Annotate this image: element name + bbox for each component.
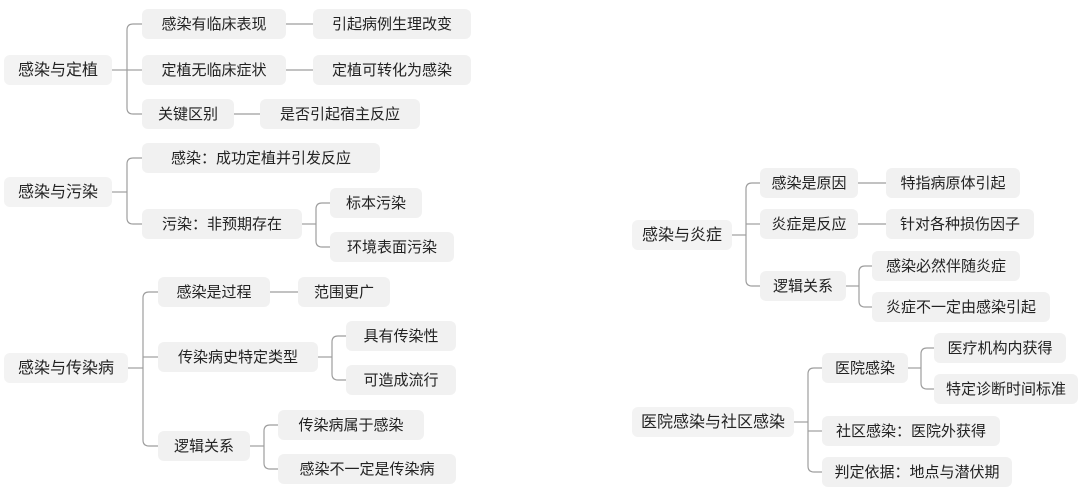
node-contamination-definition[interactable]: 污染：非预期存在: [142, 209, 302, 239]
node-pathogen-caused[interactable]: 特指病原体引起: [886, 168, 1020, 198]
node-surface-contamination[interactable]: 环境表面污染: [330, 232, 454, 262]
connector-node-contamination-definition-0: [315, 202, 330, 224]
node-colonization-no-symptoms[interactable]: 定植无临床症状: [142, 55, 286, 85]
node-clinical-manifestation[interactable]: 感染有临床表现: [142, 9, 286, 39]
root-infection-colonization[interactable]: 感染与定植: [4, 55, 112, 85]
node-inflammation-not-infection[interactable]: 炎症不一定由感染引起: [872, 292, 1050, 322]
node-infection-process[interactable]: 感染是过程: [158, 277, 270, 307]
connector-root-infection-communicable-0: [142, 291, 158, 368]
connector-root-hospital-community-0: [807, 367, 822, 422]
node-epidemic[interactable]: 可造成流行: [346, 365, 456, 395]
connector-root-infection-contamination-0: [126, 157, 142, 192]
connector-node-logic-relation-1-0: [263, 424, 278, 446]
node-infection-not-communicable[interactable]: 感染不一定是传染病: [278, 454, 456, 484]
root-hospital-community[interactable]: 医院感染与社区感染: [632, 407, 794, 437]
root-infection-contamination[interactable]: 感染与污染: [4, 177, 112, 207]
node-contagious[interactable]: 具有传染性: [346, 321, 456, 351]
node-infection-cause[interactable]: 感染是原因: [760, 168, 858, 198]
connector-node-special-type-0: [331, 335, 346, 357]
connector-root-infection-contamination-1: [126, 192, 142, 225]
connector-node-special-type-1: [331, 357, 346, 381]
node-host-response[interactable]: 是否引起宿主反应: [260, 99, 420, 129]
node-always-inflammation[interactable]: 感染必然伴随炎症: [872, 251, 1020, 281]
root-infection-communicable[interactable]: 感染与传染病: [4, 353, 128, 383]
node-logic-relation-1[interactable]: 逻辑关系: [158, 431, 250, 461]
node-pathophysiology-change[interactable]: 引起病例生理改变: [313, 9, 471, 39]
connector-root-infection-colonization-2: [126, 70, 142, 115]
node-logic-relation-2[interactable]: 逻辑关系: [760, 271, 846, 301]
connector-root-infection-communicable-2: [142, 368, 158, 447]
connector-node-hospital-infection-0: [920, 347, 934, 368]
node-diagnosis-time[interactable]: 特定诊断时间标准: [934, 374, 1078, 404]
node-criteria[interactable]: 判定依据：地点与潜伏期: [822, 457, 1012, 487]
connector-root-hospital-community-2: [807, 422, 822, 473]
connector-node-logic-relation-2-0: [858, 265, 872, 286]
node-special-type[interactable]: 传染病史特定类型: [158, 342, 318, 372]
node-broader-scope[interactable]: 范围更广: [298, 277, 390, 307]
connector-root-infection-inflammation-2: [745, 235, 760, 287]
node-infection-definition[interactable]: 感染：成功定植并引发反应: [142, 143, 380, 173]
node-communicable-belongs[interactable]: 传染病属于感染: [278, 410, 424, 440]
connector-root-infection-inflammation-0: [745, 182, 760, 235]
node-inflammation-response[interactable]: 炎症是反应: [760, 209, 858, 239]
connector-node-logic-relation-2-1: [858, 286, 872, 308]
root-infection-inflammation[interactable]: 感染与炎症: [632, 220, 732, 250]
connector-node-hospital-infection-1: [920, 368, 934, 390]
node-key-difference[interactable]: 关键区别: [142, 99, 234, 129]
node-colonization-convert[interactable]: 定植可转化为感染: [313, 55, 471, 85]
connector-node-contamination-definition-1: [315, 224, 330, 248]
connector-root-infection-colonization-0: [126, 23, 142, 70]
node-damage-factors[interactable]: 针对各种损伤因子: [886, 209, 1034, 239]
connector-node-logic-relation-1-1: [263, 446, 278, 470]
node-acquired-in-facility[interactable]: 医疗机构内获得: [934, 333, 1066, 363]
node-hospital-infection[interactable]: 医院感染: [822, 353, 908, 383]
node-community-infection[interactable]: 社区感染：医院外获得: [822, 416, 1000, 446]
node-specimen-contamination[interactable]: 标本污染: [330, 188, 422, 218]
